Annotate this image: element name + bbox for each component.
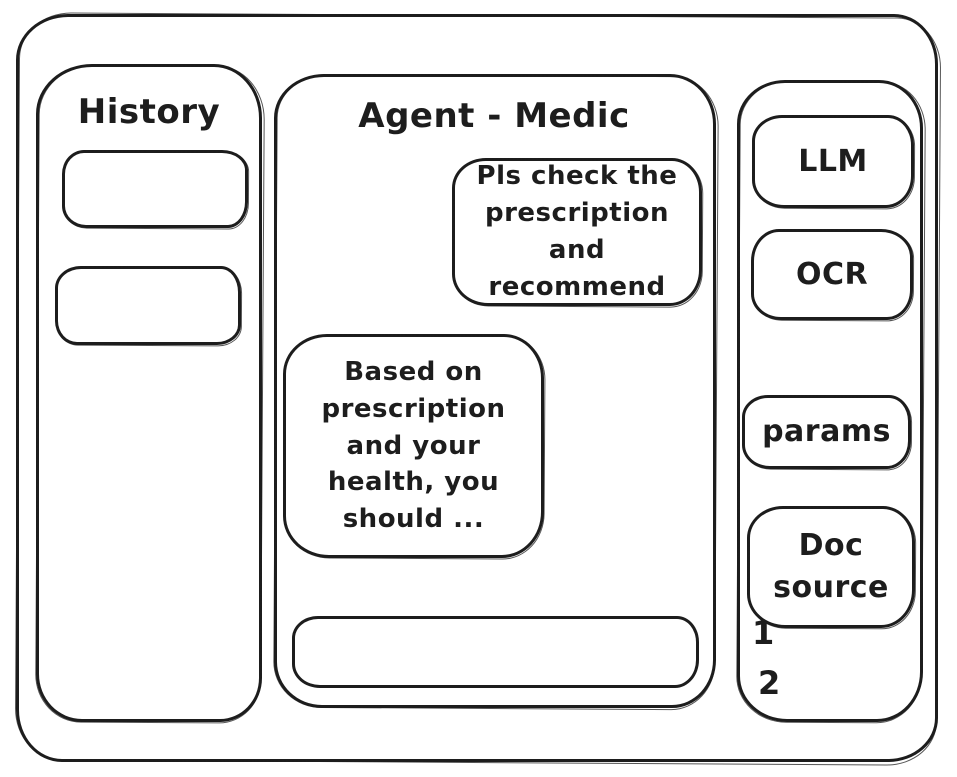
user-message-text: Pls check the prescription and recommend (476, 161, 678, 302)
chat-message-input[interactable] (292, 616, 699, 688)
ocr-button[interactable]: OCR (751, 229, 913, 320)
agent-message-text: Based on prescription and your health, y… (321, 356, 506, 535)
doc-source-button[interactable]: Doc source (747, 506, 915, 628)
chat-title: Agent - Medic (358, 96, 630, 136)
doc-source-item-1[interactable]: 1 (752, 614, 775, 652)
history-item-2[interactable] (55, 266, 241, 345)
agent-message-bubble: Based on prescription and your health, y… (283, 334, 544, 558)
history-item-1[interactable] (62, 150, 248, 228)
doc-source-item-2[interactable]: 2 (758, 664, 781, 702)
params-button[interactable]: params (742, 395, 911, 469)
user-message-bubble: Pls check the prescription and recommend (452, 158, 702, 306)
llm-button[interactable]: LLM (752, 115, 914, 208)
history-title: History (77, 92, 221, 132)
